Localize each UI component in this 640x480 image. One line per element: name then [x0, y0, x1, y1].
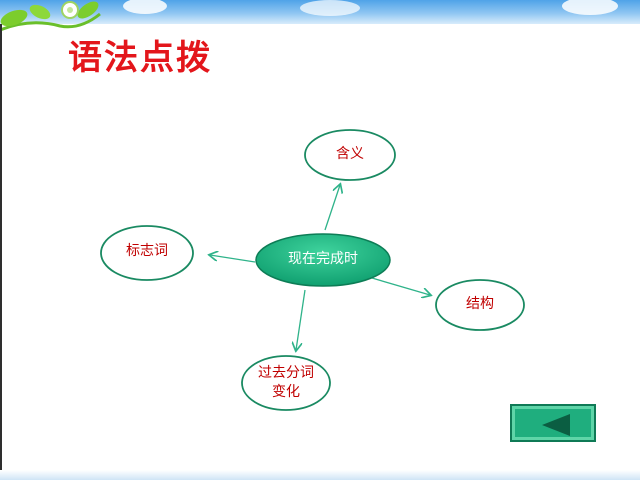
arrow-to-participle: [296, 289, 306, 350]
label-meaning: 含义: [336, 146, 364, 162]
snail-shell-center: [67, 7, 73, 13]
left-border-line: [0, 24, 2, 480]
node-markers: [100, 225, 194, 281]
node-participle: [241, 355, 331, 411]
arrow-to-meaning: [324, 185, 340, 231]
arrow-to-markers: [210, 255, 256, 263]
arrow-to-structure: [371, 277, 430, 295]
cloud-decoration: [123, 0, 167, 14]
top-decorative-band: [0, 0, 640, 32]
label-structure: 结构: [466, 296, 494, 312]
cloud-decoration: [300, 0, 360, 16]
vine-decoration: [0, 12, 101, 32]
header-decoration: [0, 0, 618, 32]
label-markers: 标志词: [126, 243, 168, 259]
triangle-left-icon: [542, 414, 570, 436]
bottom-decorative-band: [0, 470, 640, 480]
leaf-decoration: [0, 9, 28, 27]
node-meaning: [304, 129, 396, 181]
label-participle: 过去分词变化: [258, 365, 314, 400]
label-center: 现在完成时: [288, 251, 358, 267]
leaf-decoration: [77, 1, 99, 19]
back-button[interactable]: [510, 404, 596, 442]
node-center: [255, 233, 391, 287]
node-structure: [435, 279, 525, 331]
cloud-decoration: [562, 0, 618, 15]
slide-title: 语法点拨: [68, 38, 212, 78]
leaf-decoration: [29, 4, 51, 20]
